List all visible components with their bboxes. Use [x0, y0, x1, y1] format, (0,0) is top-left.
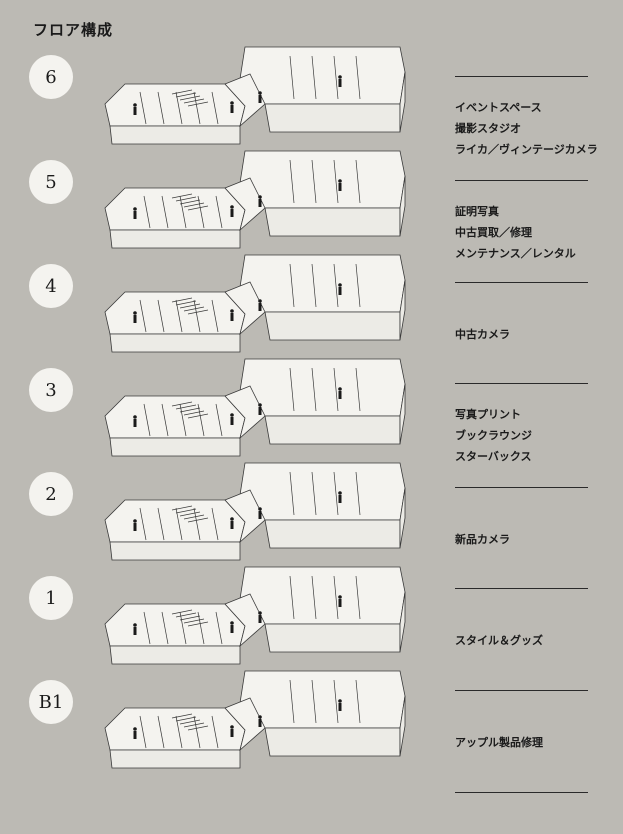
section-divider: [455, 76, 588, 77]
floor-number-badge: B1: [29, 680, 73, 724]
floor-description: 写真プリントブックラウンジスターバックス: [455, 404, 615, 467]
floor-row: 4 中古カメラ: [0, 0, 623, 353]
floor-plan-illustration: [104, 462, 406, 561]
floor-number-badge: 3: [29, 368, 73, 412]
floor-service-label: ライカ／ヴィンテージカメラ: [455, 142, 598, 156]
floor-description: アップル製品修理: [455, 732, 615, 753]
section-divider: [455, 690, 588, 691]
page-title: フロア構成: [33, 21, 114, 39]
floor-row: 3 写真プリントブックラウンジスターバックス: [0, 0, 623, 463]
section-divider: [455, 282, 588, 283]
floor-service-label: 撮影スタジオ: [455, 121, 521, 135]
floor-service-label: イベントスペース: [455, 100, 542, 114]
floor-plan-illustration: [104, 46, 406, 145]
floor-row: B1 アップル製品修理: [0, 0, 623, 769]
floor-plan-illustration: [104, 670, 406, 769]
floor-service-label: スターバックス: [455, 449, 532, 463]
floor-service-label: 証明写真: [455, 204, 499, 218]
section-divider: [455, 180, 588, 181]
section-divider: [455, 588, 588, 589]
floor-number-badge: 2: [29, 472, 73, 516]
floor-service-label: ブックラウンジ: [455, 428, 532, 442]
floor-number-badge: 6: [29, 55, 73, 99]
floor-description: イベントスペース撮影スタジオライカ／ヴィンテージカメラ: [455, 97, 615, 160]
floor-number-badge: 4: [29, 264, 73, 308]
floor-description: スタイル＆グッズ: [455, 630, 615, 651]
floor-service-label: 写真プリント: [455, 407, 521, 421]
floor-row: 6 イベントスペース撮影スタジオライカ／ヴィンテージカメラ: [0, 0, 623, 156]
floor-row: 5 証明写真中古買取／修理メンテナンス／レンタル: [0, 0, 623, 260]
section-divider: [455, 383, 588, 384]
floor-plan-illustration: [104, 150, 406, 249]
floor-service-label: 中古カメラ: [455, 327, 510, 341]
floor-plan-illustration: [104, 254, 406, 353]
floor-description: 証明写真中古買取／修理メンテナンス／レンタル: [455, 201, 615, 264]
floor-plan-illustration: [104, 566, 406, 665]
floor-service-label: メンテナンス／レンタル: [455, 246, 576, 260]
floor-number-badge: 1: [29, 576, 73, 620]
floor-service-label: 中古買取／修理: [455, 225, 532, 239]
floor-row: 1 スタイル＆グッズ: [0, 0, 623, 665]
floor-service-label: スタイル＆グッズ: [455, 633, 543, 647]
floor-row: 2 新品カメラ: [0, 0, 623, 561]
floor-description: 新品カメラ: [455, 529, 615, 550]
floor-service-label: アップル製品修理: [455, 735, 543, 749]
floor-number-badge: 5: [29, 160, 73, 204]
floor-service-label: 新品カメラ: [455, 532, 510, 546]
section-divider: [455, 792, 588, 793]
floor-plan-illustration: [104, 358, 406, 457]
section-divider: [455, 487, 588, 488]
floor-description: 中古カメラ: [455, 324, 615, 345]
